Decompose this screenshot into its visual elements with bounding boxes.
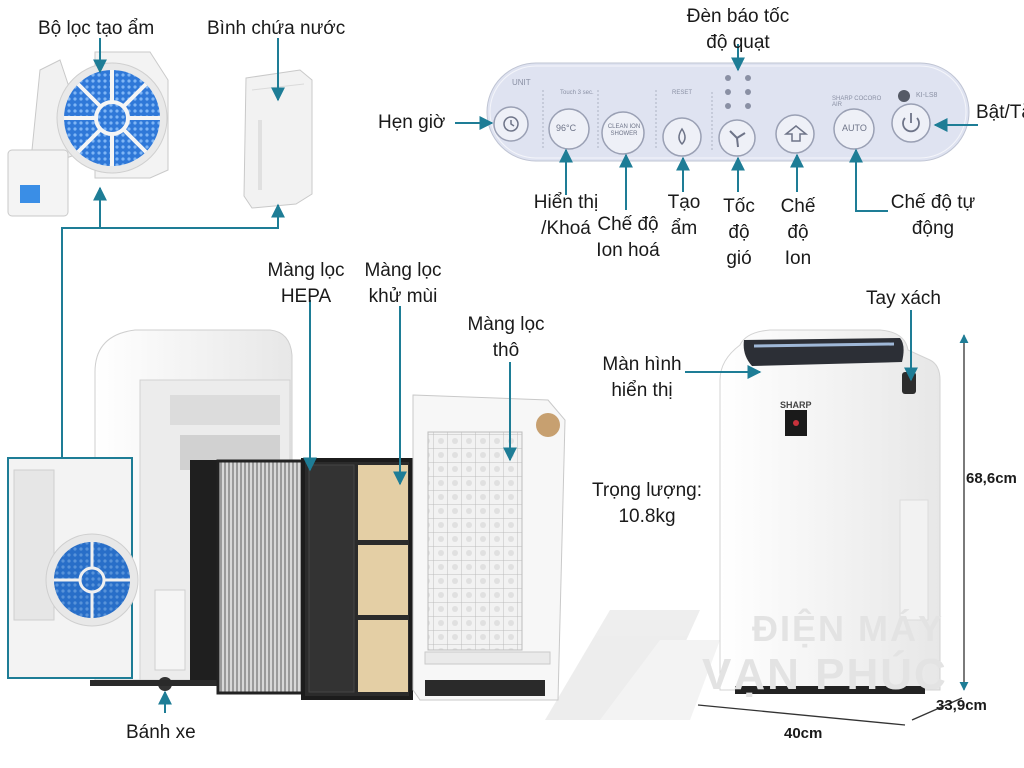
panel-temp-text: 96°C bbox=[556, 123, 577, 133]
fan-icon bbox=[729, 130, 746, 148]
sensor-dot bbox=[898, 90, 910, 102]
label-timer: Hẹn giờ bbox=[378, 112, 446, 133]
purifier-product-image bbox=[719, 329, 941, 694]
panel-touch-text: Touch 3 sec. bbox=[560, 90, 594, 96]
label-hepa-filter: Màng lọc HEPA bbox=[267, 260, 345, 307]
watermark-logo bbox=[545, 610, 720, 720]
watermark-line1: ĐIỆN MÁY bbox=[752, 608, 945, 649]
panel-clean-text: CLEAN ION SHOWER bbox=[607, 124, 641, 137]
deodorizing-filter-image bbox=[301, 458, 413, 700]
label-humidifier-filter: Bộ lọc tạo ẩm bbox=[38, 18, 155, 39]
label-carry-handle: Tay xách bbox=[866, 288, 941, 309]
label-pre-filter: Màng lọc thô bbox=[467, 314, 545, 361]
label-ion-mode: Chế độ Ion bbox=[780, 196, 816, 269]
label-water-tank: Bình chứa nước bbox=[207, 18, 346, 39]
clock-icon bbox=[503, 116, 519, 132]
callout-arrows bbox=[61, 38, 978, 713]
label-fan-speed: Tốc độ gió bbox=[723, 196, 755, 269]
label-weight: Trọng lượng: 10.8kg bbox=[591, 480, 703, 527]
dimension-width: 40cm bbox=[784, 725, 823, 742]
control-panel bbox=[486, 62, 970, 162]
hepa-filter-image bbox=[216, 459, 314, 695]
dimension-depth: 33,9cm bbox=[936, 697, 987, 714]
product-brand-text: SHARP bbox=[780, 400, 812, 410]
label-auto-mode: Chế độ tự động bbox=[890, 192, 976, 239]
water-tank-image bbox=[243, 69, 313, 209]
panel-kilss-text: KI-LS8 bbox=[916, 92, 938, 99]
label-power: Bật/Tắt bbox=[976, 102, 1024, 123]
power-icon bbox=[902, 113, 920, 133]
droplet-icon bbox=[678, 127, 686, 146]
panel-auto-text: AUTO bbox=[842, 123, 867, 133]
label-deodorizing-filter: Màng lọc khử mùi bbox=[364, 260, 442, 307]
ion-icon bbox=[783, 125, 809, 142]
label-humidify: Tạo ẩm bbox=[667, 192, 701, 239]
fan-speed-indicator-icons bbox=[725, 75, 751, 109]
dimension-lines bbox=[697, 334, 969, 726]
label-display-lock: Hiển thị /Khoá bbox=[533, 192, 599, 239]
panel-brand-text: SHARP COCORO AIR bbox=[832, 96, 882, 108]
label-display-screen: Màn hình hiển thị bbox=[602, 354, 682, 401]
humidifier-inset bbox=[7, 457, 139, 679]
label-wheels: Bánh xe bbox=[126, 722, 196, 743]
humidifier-filter-image bbox=[7, 51, 169, 217]
panel-unit-text: UNIT bbox=[512, 78, 531, 87]
label-ion-shower-mode: Chế độ Ion hoá bbox=[596, 214, 660, 261]
watermark-line2: VẠN PHÚC bbox=[702, 650, 948, 699]
label-fan-speed-indicator: Đèn báo tốc độ quạt bbox=[686, 6, 790, 53]
panel-reset-text: RESET bbox=[672, 90, 693, 96]
pre-filter-image bbox=[412, 394, 566, 701]
dimension-height: 68,6cm bbox=[966, 470, 1017, 487]
